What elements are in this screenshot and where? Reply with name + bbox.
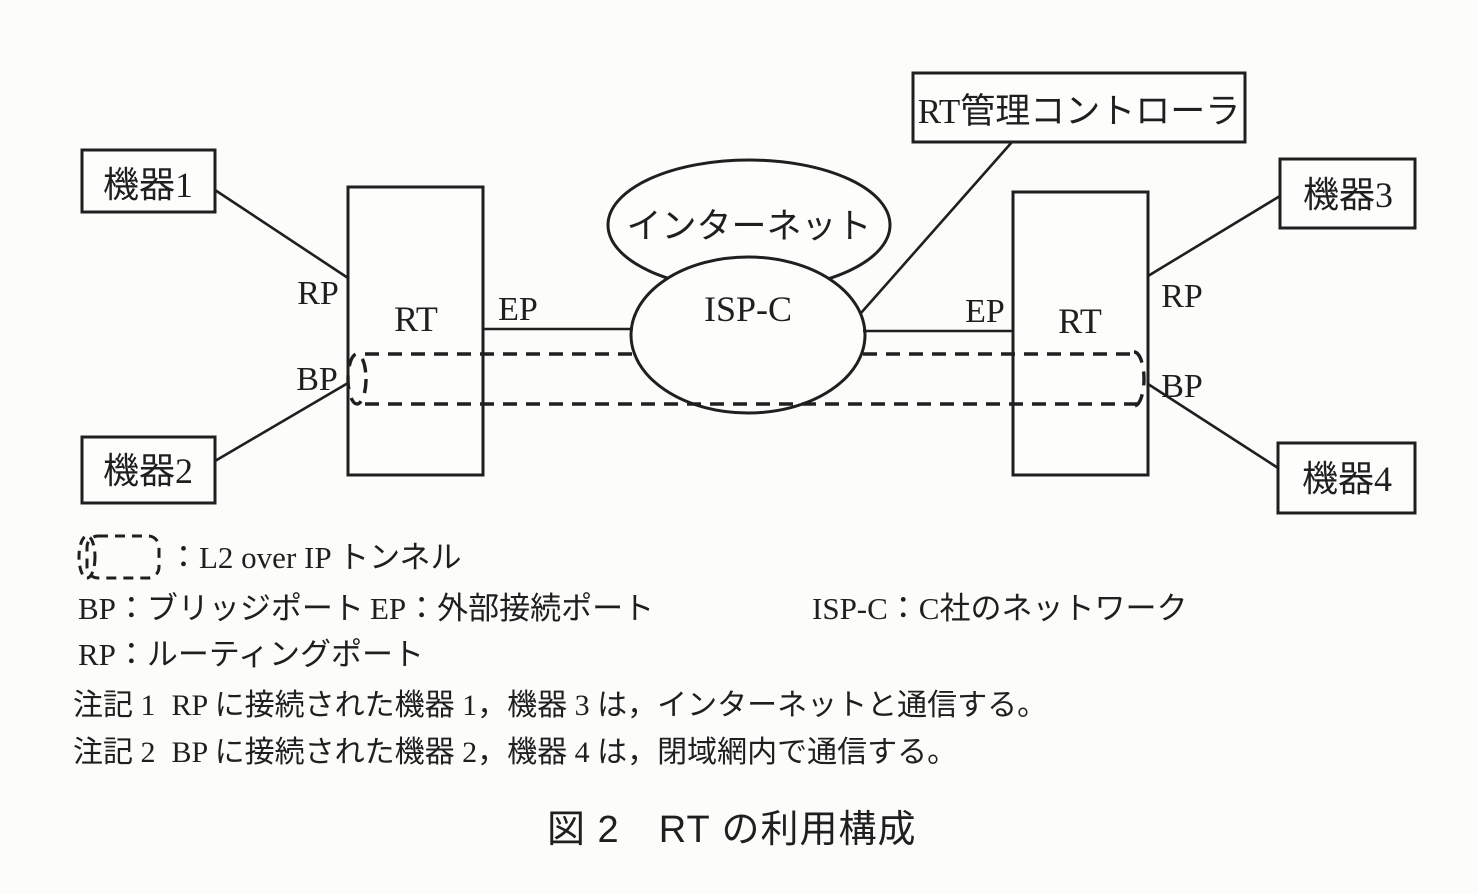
rt-right-box [1011, 190, 1150, 477]
link-controller-isp [860, 141, 1013, 314]
device4-label: 機器4 [1302, 459, 1392, 499]
note-1: 注記 1 RP に接続された機器 1，機器 3 は，インターネットと通信する。 [73, 688, 1047, 724]
note-2-text: BP に接続された機器 2，機器 4 は，閉域網内で通信する。 [171, 736, 958, 769]
legend-isp-c: ISP-C：C社のネットワーク [812, 591, 1188, 626]
note-1-label: 注記 1 [73, 689, 156, 722]
ep-right-port-label: EP [965, 293, 1005, 330]
device3-box [1278, 157, 1417, 230]
rt-controller-box [911, 71, 1247, 144]
device2-label: 機器2 [103, 451, 193, 491]
device4-box [1276, 441, 1417, 515]
device1-box [80, 148, 217, 214]
legend-tunnel-label: ：L2 over IP トンネル [168, 540, 462, 575]
isp-c-cloud [629, 255, 867, 415]
rp-right-port-label: RP [1161, 278, 1203, 315]
rt-network-diagram: 機器1 機器2 機器3 機器4 RT RT インターネット ISP-C RT管理… [80, 71, 1417, 515]
figure-caption: 図 2 RT の利用構成 [547, 809, 917, 851]
device3-label: 機器3 [1303, 175, 1393, 215]
legend-ep: EP：外部接続ポート [370, 591, 655, 626]
link-device1-rp-left [214, 188, 349, 280]
internet-label: インターネット [626, 207, 871, 246]
note-2: 注記 2 BP に接続された機器 2，機器 4 は，閉域網内で通信する。 [73, 735, 957, 771]
legend-bp: BP：ブリッジポート [78, 591, 364, 626]
tunnel-legend-icon [77, 534, 161, 580]
isp-c-label: ISP-C [704, 289, 792, 329]
rt-right-label: RT [1058, 301, 1102, 341]
tunnel-right-cap [1133, 350, 1146, 408]
rt-left-box [346, 185, 485, 477]
device1-label: 機器1 [103, 165, 193, 205]
device2-box [80, 435, 217, 505]
ep-left-port-label: EP [498, 291, 538, 328]
link-bp-right-device4 [1147, 382, 1279, 470]
tunnel-left-cap [346, 352, 368, 406]
note-1-text: RP に接続された機器 1，機器 3 は，インターネットと通信する。 [171, 689, 1048, 722]
bp-right-port-label: BP [1161, 368, 1203, 405]
link-rp-right-device3 [1147, 194, 1281, 278]
rt-controller-label: RT管理コントローラ [918, 92, 1241, 131]
link-device2-bp-left [214, 381, 349, 463]
rp-left-port-label: RP [297, 275, 339, 312]
legend-rp: RP：ルーティングポート [78, 637, 425, 672]
rt-left-label: RT [394, 299, 438, 339]
bp-left-port-label: BP [296, 361, 338, 398]
note-2-label: 注記 2 [73, 736, 156, 769]
